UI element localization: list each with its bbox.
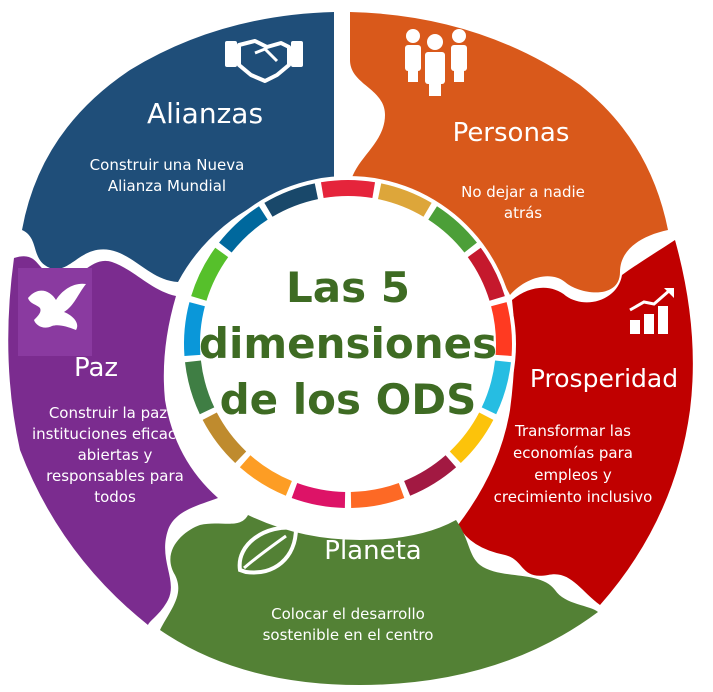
desc-prosperidad-line4: crecimiento inclusivo <box>494 488 653 506</box>
sdg-ring-segment <box>350 483 405 508</box>
sdg-ring-segment <box>191 247 229 301</box>
desc-paz-line5: todos <box>94 488 136 506</box>
title-prosperidad: Prosperidad <box>530 364 678 393</box>
sdg-ring-segment <box>185 360 215 415</box>
desc-personas-line2: atrás <box>504 204 542 222</box>
desc-prosperidad-line3: empleos y <box>534 466 612 484</box>
desc-paz-line2: instituciones eficaces, <box>32 425 198 443</box>
title-personas: Personas <box>453 118 570 148</box>
desc-prosperidad-line1: Transformar las <box>514 422 631 440</box>
desc-paz-line4: responsables para <box>46 467 184 485</box>
desc-planeta-line2: sostenible en el centro <box>263 626 434 644</box>
segment-alianzas-shape <box>22 12 334 282</box>
sdg-ring-segment <box>183 302 205 356</box>
desc-alianzas-line1: Construir una Nueva <box>90 156 245 174</box>
center-title-line1: Las 5 <box>286 263 410 312</box>
sdg-color-ring <box>183 179 513 508</box>
sdg-ring-segment <box>202 412 247 464</box>
growth-chart-icon <box>629 288 674 334</box>
segment-planeta <box>160 515 598 685</box>
sdg-ring-segment <box>239 455 292 496</box>
title-planeta: Planeta <box>324 536 421 566</box>
sdg-ring-segment <box>449 412 494 464</box>
dove-icon <box>18 268 92 356</box>
leaf-icon <box>237 525 299 575</box>
handshake-icon <box>225 39 303 83</box>
sdg-ring-segment <box>377 183 432 217</box>
sdg-ring-segment <box>291 483 346 508</box>
center-circle <box>203 199 493 489</box>
center-title-line3: de los ODS <box>220 375 477 424</box>
sdg-ring-segment <box>491 302 513 356</box>
title-paz: Paz <box>74 353 118 383</box>
sdg-ring-segment <box>219 206 268 253</box>
desc-alianzas-line2: Alianza Mundial <box>108 177 226 195</box>
desc-prosperidad-line2: economías para <box>513 444 633 462</box>
title-alianzas: Alianzas <box>147 97 263 130</box>
sdg-ring-segment <box>404 455 457 496</box>
desc-paz-line1: Construir la paz e <box>49 404 181 422</box>
center-title-line2: dimensiones <box>199 319 497 368</box>
sdg-ring-segment <box>320 179 376 199</box>
sdg-ring-segment <box>481 360 511 415</box>
segment-alianzas <box>22 12 334 282</box>
sdg-ring-segment <box>428 206 477 253</box>
people-icon <box>405 29 467 96</box>
desc-personas-line1: No dejar a nadie <box>461 183 585 201</box>
desc-planeta-line1: Colocar el desarrollo <box>271 605 425 623</box>
desc-paz-line3: abiertas y <box>78 446 153 464</box>
sdg-ring-segment <box>264 183 319 217</box>
sdg-ring-segment <box>467 247 505 301</box>
segment-planeta-shape <box>160 515 598 685</box>
